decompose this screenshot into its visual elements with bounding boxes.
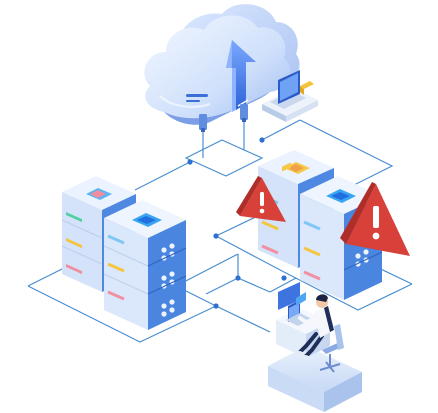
laptop-icon bbox=[262, 70, 318, 122]
cloud-upload-icon bbox=[144, 4, 300, 132]
warning-icon bbox=[340, 182, 410, 256]
server-rack-icon bbox=[61, 176, 187, 330]
platform bbox=[268, 346, 362, 412]
warning-icon bbox=[236, 176, 286, 222]
person bbox=[295, 294, 344, 373]
laptop-icon bbox=[286, 300, 312, 326]
floating-screen bbox=[278, 162, 306, 310]
